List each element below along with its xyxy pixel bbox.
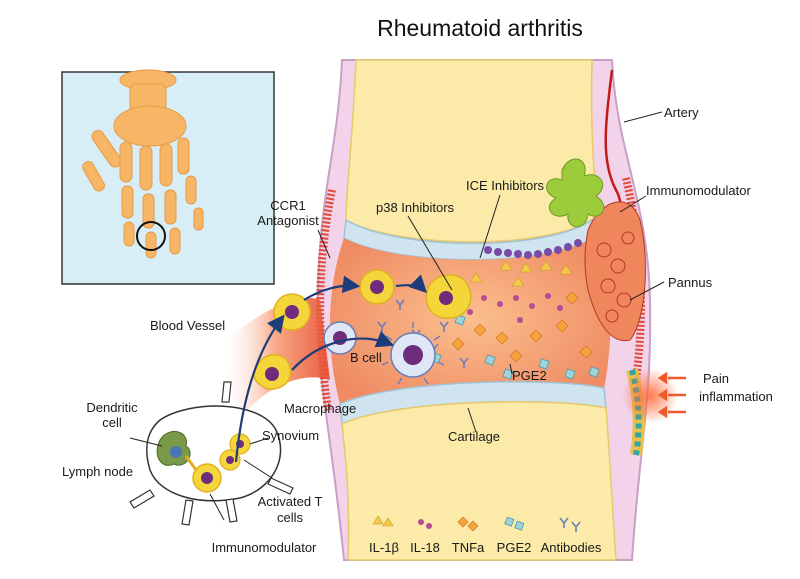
- hand-skeleton-icon: [82, 69, 204, 259]
- legend: IL-1β IL-18 TNFa PGE2 Antibodies: [369, 515, 602, 555]
- label-cartilage: Cartilage: [448, 429, 500, 444]
- labels: Artery Immunomodulator Pannus Pain infla…: [62, 105, 773, 555]
- label-pannus: Pannus: [668, 275, 713, 290]
- label-synovium: Synovium: [262, 428, 319, 443]
- label-b-cell: B cell: [350, 350, 382, 365]
- label-pge2: PGE2: [512, 368, 547, 383]
- joint-highlight-circle: [136, 221, 166, 251]
- dendritic-t-link: [184, 455, 198, 471]
- legend-label-il18: IL-18: [410, 540, 440, 555]
- lymph-node-vessels: [129, 381, 294, 526]
- legend-label-il1b: IL-1β: [369, 540, 399, 555]
- tnfa-diamonds: [451, 291, 593, 363]
- label-cells: cells: [277, 510, 304, 525]
- joint: [316, 59, 652, 561]
- bead-cluster: [484, 239, 582, 259]
- label-blood-vessel: Blood Vessel: [150, 318, 225, 333]
- lower-bone: [341, 401, 617, 561]
- legend-label-tnfa: TNFa: [452, 540, 485, 555]
- immunomodulator-blob: [546, 158, 605, 228]
- il1b-triangles: [469, 260, 573, 287]
- label-inflammation: inflammation: [699, 389, 773, 404]
- label-artery: Artery: [664, 105, 699, 120]
- pannus-tissue: [584, 201, 646, 342]
- legend-antibodies-icon: [559, 517, 581, 532]
- label-antagonist: Antagonist: [257, 213, 319, 228]
- legend-label-antibodies: Antibodies: [541, 540, 602, 555]
- synovium-left: [316, 189, 336, 411]
- joint-cells: [323, 269, 472, 385]
- legend-il18-icon: [418, 519, 432, 529]
- molecules: [377, 260, 600, 380]
- il18-dots: [467, 293, 563, 323]
- label-p38-inhibitors: p38 Inhibitors: [376, 200, 455, 215]
- label-macrophage: Macrophage: [284, 401, 356, 416]
- label-cell: cell: [102, 415, 122, 430]
- legend-label-pge2: PGE2: [497, 540, 532, 555]
- label-dendritic: Dendritic: [86, 400, 138, 415]
- legend-il1b-icon: [372, 515, 394, 527]
- label-immunomodulator-right: Immunomodulator: [646, 183, 751, 198]
- label-activated-t: Activated T: [258, 494, 323, 509]
- migration-arrows: [234, 274, 428, 463]
- label-lymph-node: Lymph node: [62, 464, 133, 479]
- legend-pge2-icon: [504, 516, 525, 531]
- label-ccr1: CCR1: [270, 198, 305, 213]
- label-ice-inhibitors: ICE Inhibitors: [466, 178, 545, 193]
- label-pain: Pain: [703, 371, 729, 386]
- lymph-node: [129, 381, 294, 526]
- pain-arrows: [622, 368, 686, 424]
- diagram-title: Rheumatoid arthritis: [377, 15, 583, 41]
- blood-vessel: [220, 293, 330, 420]
- hand-inset: [61, 69, 275, 285]
- lymph-node-body: [146, 405, 282, 502]
- upper-bone: [345, 59, 599, 243]
- legend-tnfa-icon: [457, 516, 479, 532]
- leader-lines: [129, 111, 665, 521]
- label-immunomodulator-bottom: Immunomodulator: [212, 540, 317, 555]
